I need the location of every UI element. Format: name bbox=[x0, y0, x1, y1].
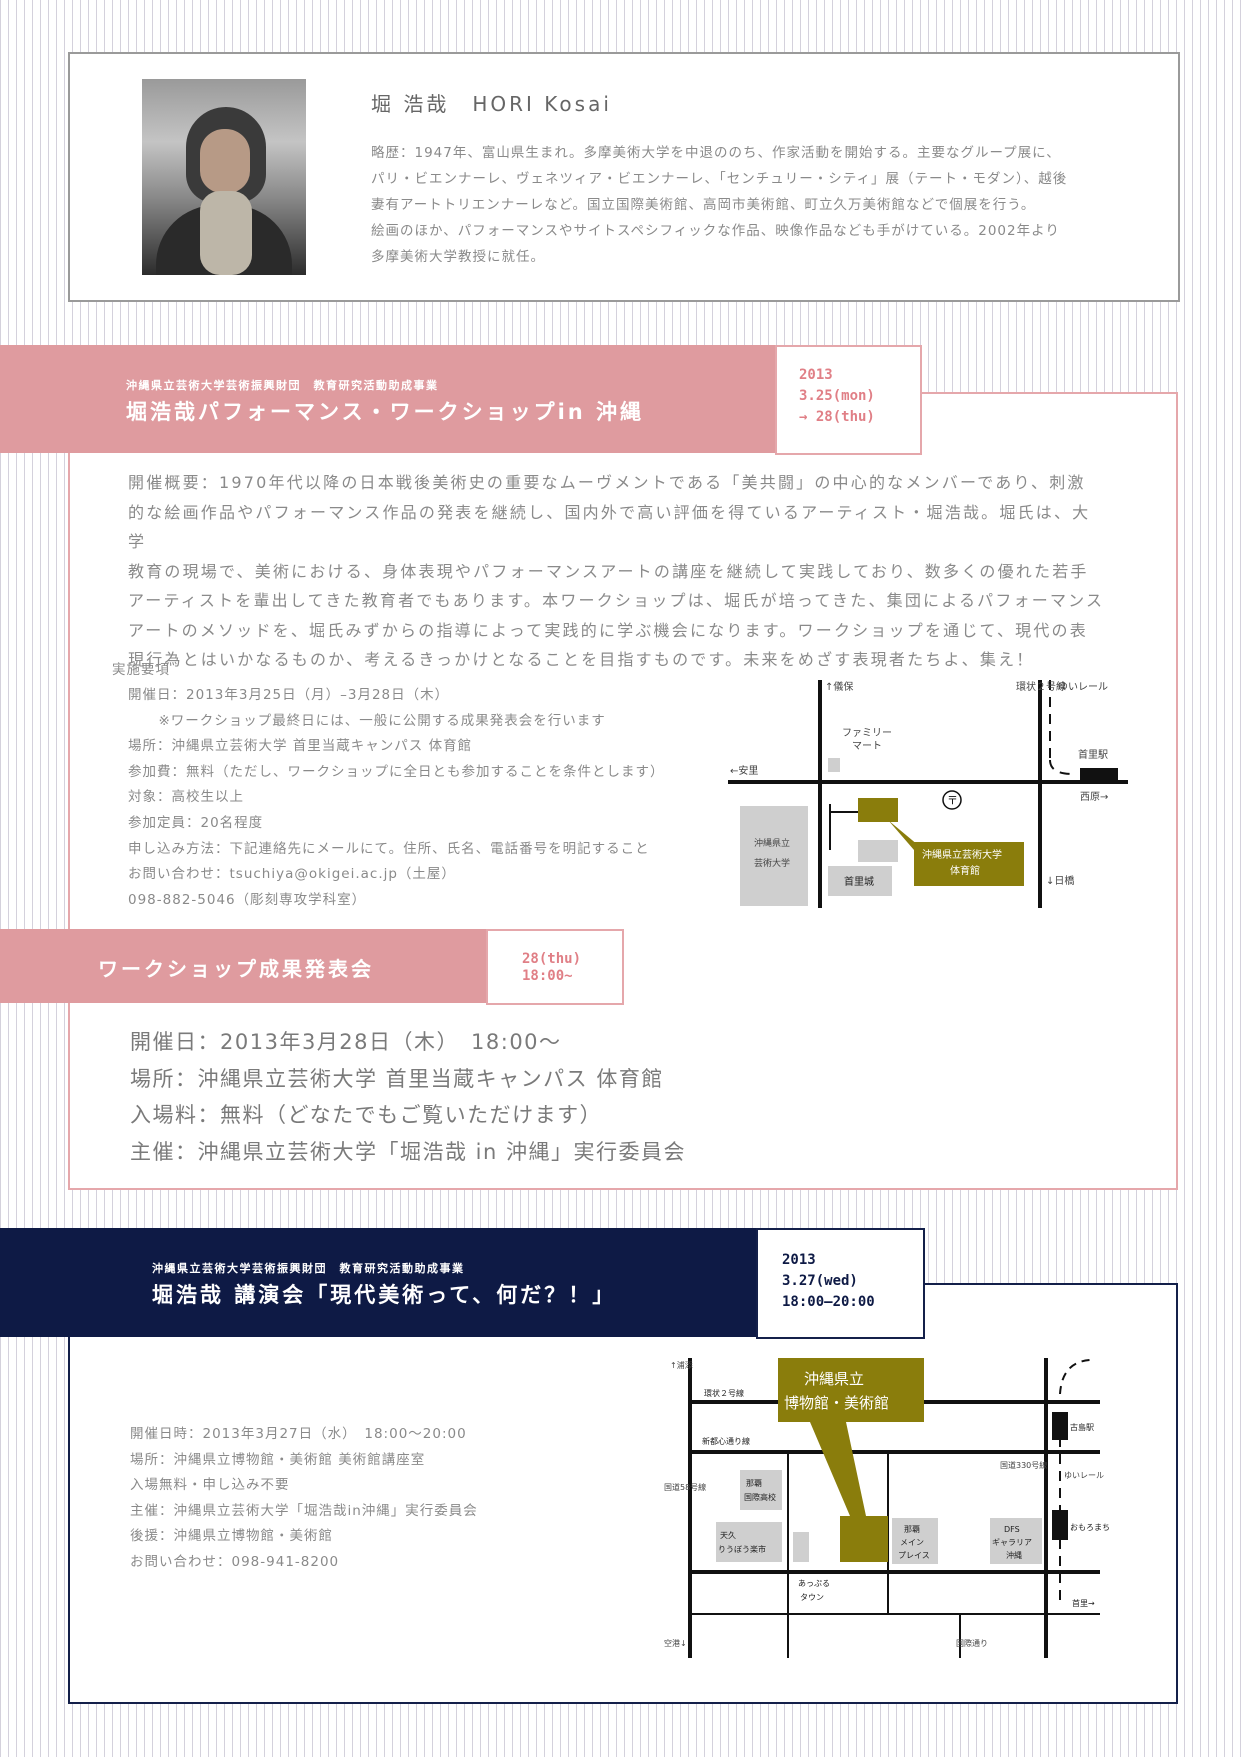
workshop-header-band: 沖縄県立芸術大学芸術振興財団 教育研究活動助成事業 堀浩哉パフォーマンス・ワーク… bbox=[0, 345, 775, 453]
profile-panel: 堀 浩哉 HORI Kosai 略歴：1947年、富山県生まれ。多摩美術大学を中… bbox=[68, 52, 1180, 302]
map1-label-castle: 首里城 bbox=[844, 875, 874, 888]
requirements-title: 実施要項 bbox=[112, 662, 170, 678]
museum-map: ↑浦添 環状２号線 沖縄県立 博物館・美術館 新都心通り線 国道58号線 那覇 … bbox=[660, 1350, 1118, 1660]
campus-map-svg: ↑儀保 環状２号線 ゆいレール ファミリー マート 首里駅 ←安里 西原→ 沖縄… bbox=[728, 670, 1128, 920]
map1-label-familymart-2: マート bbox=[852, 741, 882, 752]
lecture-subtitle: 沖縄県立芸術大学芸術振興財団 教育研究活動助成事業 bbox=[152, 1262, 465, 1275]
map2-label-tenku-1: 天久 bbox=[720, 1530, 736, 1540]
museum-map-svg: ↑浦添 環状２号線 沖縄県立 博物館・美術館 新都心通り線 国道58号線 那覇 … bbox=[660, 1350, 1118, 1660]
map2-label-dfs-1: DFS bbox=[1004, 1525, 1020, 1534]
result-date-box: 28(thu) 18:00~ bbox=[486, 929, 624, 1005]
map2-label-mainplace-2: メイン bbox=[900, 1538, 924, 1547]
map2-label-yui: ゆいレール bbox=[1064, 1471, 1104, 1480]
map1-label-target-1: 沖縄県立芸術大学 bbox=[922, 848, 1002, 861]
map2-label-apple-1: あっぷる bbox=[798, 1579, 830, 1588]
map1-label-univ-2: 芸術大学 bbox=[754, 857, 790, 869]
workshop-date-box: 2013 3.25(mon) → 28(thu) bbox=[775, 345, 922, 455]
result-title: ワークショップ成果発表会 bbox=[98, 957, 374, 981]
map1-label-nishihara: 西原→ bbox=[1080, 791, 1108, 803]
lecture-details: 開催日時：2013年3月27日（水） 18:00～20:00 場所：沖縄県立博物… bbox=[130, 1426, 478, 1570]
lecture-title: 堀浩哉 講演会「現代美術って、何だ？！」 bbox=[152, 1283, 617, 1307]
map2-label-airport: 空港↓ bbox=[664, 1638, 687, 1648]
lecture-header-band: 沖縄県立芸術大学芸術振興財団 教育研究活動助成事業 堀浩哉 講演会「現代美術って… bbox=[0, 1228, 756, 1337]
map1-label-univ-1: 沖縄県立 bbox=[754, 837, 790, 849]
artist-bio: 略歴：1947年、富山県生まれ。多摩美術大学を中退ののち、作家活動を開始する。主… bbox=[371, 145, 1068, 265]
post-office-icon: 〒 bbox=[947, 794, 958, 807]
map1-label-yui: ゆいレール bbox=[1058, 681, 1108, 693]
map1-label-familymart-1: ファミリー bbox=[842, 728, 892, 739]
artist-photo bbox=[142, 79, 306, 275]
campus-map: ↑儀保 環状２号線 ゆいレール ファミリー マート 首里駅 ←安里 西原→ 沖縄… bbox=[728, 670, 1128, 920]
map2-label-shuri: 首里→ bbox=[1072, 1598, 1095, 1608]
map2-label-kokusai-hs-2: 国際高校 bbox=[744, 1492, 776, 1502]
map2-label-urasoe: ↑浦添 bbox=[670, 1360, 693, 1370]
map2-label-omoromachi: おもろまち駅 bbox=[1070, 1523, 1110, 1532]
workshop-subtitle: 沖縄県立芸術大学芸術振興財団 教育研究活動助成事業 bbox=[126, 379, 439, 392]
map2-label-ring2: 環状２号線 bbox=[704, 1388, 744, 1398]
map2-label-route58: 国道58号線 bbox=[664, 1482, 706, 1492]
map2-label-apple-2: タウン bbox=[800, 1593, 824, 1602]
map2-label-museum-1: 沖縄県立 bbox=[804, 1370, 864, 1388]
map1-label-aja: ←安里 bbox=[730, 764, 758, 777]
map1-label-ring2: 環状２号線 bbox=[1016, 680, 1066, 693]
result-details: 開催日：2013年3月28日（木） 18:00～ 場所：沖縄県立芸術大学 首里当… bbox=[130, 1030, 686, 1164]
map1-label-gibo: ↑儀保 bbox=[825, 680, 853, 693]
workshop-title: 堀浩哉パフォーマンス・ワークショップin 沖縄 bbox=[126, 400, 645, 424]
map2-label-shintoshin: 新都心通り線 bbox=[702, 1436, 750, 1446]
map1-label-shuri-station: 首里駅 bbox=[1078, 748, 1108, 761]
map2-label-dfs-2: ギャラリア bbox=[992, 1538, 1032, 1547]
requirements-list: 開催日：2013年3月25日（月）–3月28日（木） ※ワークショップ最終日には… bbox=[128, 687, 665, 908]
map1-label-target-2: 体育館 bbox=[950, 864, 980, 877]
map2-label-kokusai-hs-1: 那覇 bbox=[746, 1479, 762, 1488]
map2-label-museum-2: 博物館・美術館 bbox=[784, 1394, 889, 1412]
map2-label-mainplace-3: プレイス bbox=[898, 1551, 930, 1560]
map2-label-kokusai-st: 国際通り bbox=[956, 1638, 988, 1648]
lecture-date-box: 2013 3.27(wed) 18:00–20:00 bbox=[756, 1228, 925, 1339]
map2-label-dfs-3: 沖縄 bbox=[1006, 1550, 1022, 1560]
workshop-overview: 開催概要：1970年代以降の日本戦後美術史の重要なムーヴメントである「美共闘」の… bbox=[128, 473, 1105, 669]
artist-name: 堀 浩哉 HORI Kosai bbox=[371, 92, 612, 116]
map2-label-furujima: 古島駅 bbox=[1070, 1422, 1094, 1432]
map2-label-mainplace-1: 那覇 bbox=[904, 1525, 920, 1534]
result-header-band: ワークショップ成果発表会 bbox=[0, 929, 486, 1003]
map2-label-route330: 国道330号線 bbox=[1000, 1460, 1047, 1470]
map1-label-ippashi: ↓日橋 bbox=[1046, 874, 1074, 887]
map2-label-tenku-2: りうぼう楽市 bbox=[718, 1544, 766, 1554]
